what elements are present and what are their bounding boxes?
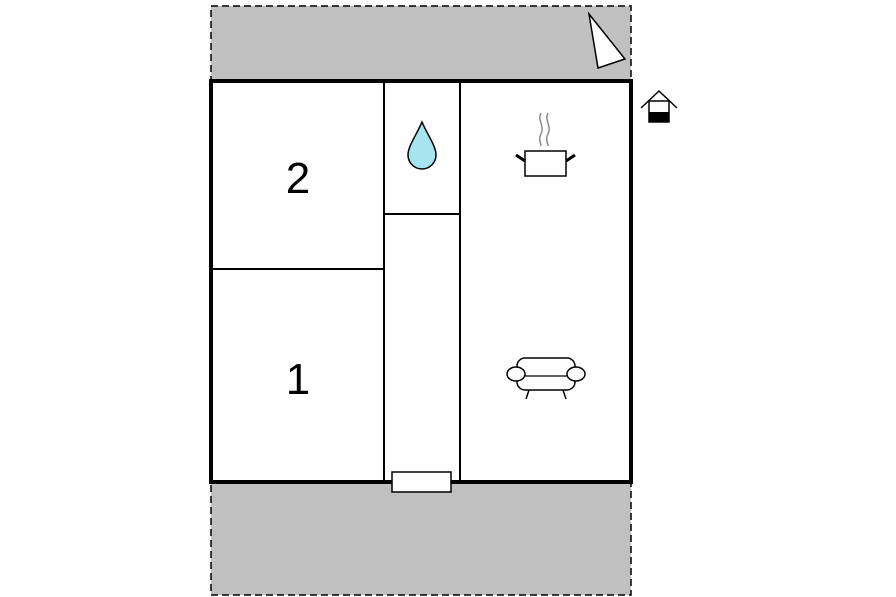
house-icon [640, 89, 678, 123]
cooking-pot-icon [515, 112, 576, 177]
terrace-bottom [210, 481, 632, 596]
sofa-icon [506, 357, 586, 400]
north-arrow-icon [587, 11, 627, 69]
room-label-2: 2 [286, 154, 310, 203]
terrace-top [210, 5, 632, 82]
water-drop-icon [407, 120, 437, 170]
entrance-door [391, 471, 452, 493]
room-label-1: 1 [286, 355, 310, 404]
